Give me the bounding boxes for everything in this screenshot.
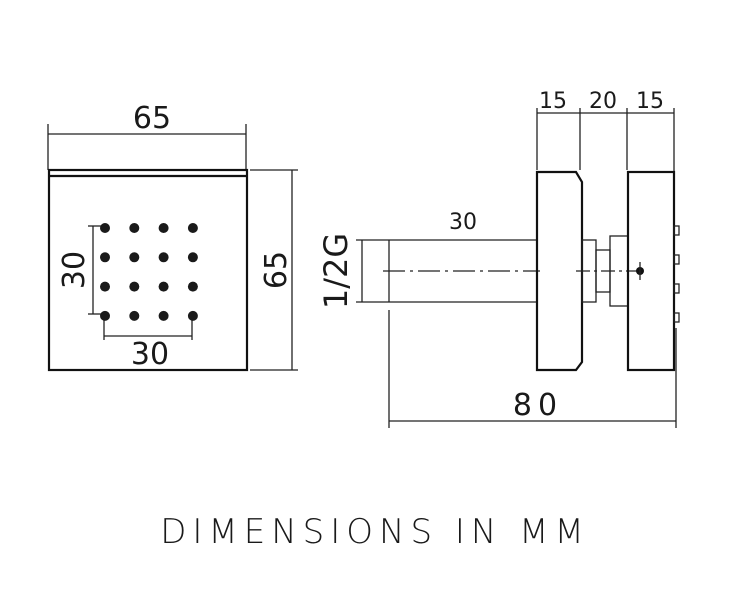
side-nozzles [673, 225, 680, 323]
nozzle-dot [187, 252, 198, 263]
nozzle-plate [626, 170, 676, 372]
nozzle-dot [158, 252, 169, 263]
side-nozzle [673, 283, 680, 294]
front-view: 65 65 30 30 [47, 101, 298, 372]
width-label: 65 [133, 101, 171, 136]
thread-label: 1/2G [317, 233, 355, 309]
mount-plate [535, 170, 584, 372]
side-view: 15 20 15 30 1/2G [317, 89, 680, 428]
height-label: 65 [259, 251, 294, 289]
nozzle-dot [129, 223, 140, 233]
nozzle-grid [100, 223, 198, 321]
nozzle-dot [100, 223, 110, 233]
side-nozzle [673, 254, 680, 265]
nozzle-dot [158, 223, 169, 233]
nozzle-dot [158, 281, 169, 292]
nozzle-dot [158, 310, 169, 321]
spacing-v-label: 30 [57, 251, 92, 289]
seg3-label: 15 [636, 89, 664, 114]
nozzle-dot [129, 310, 140, 321]
nozzle-dot [129, 281, 140, 292]
seg1-label: 15 [539, 89, 567, 114]
front-body [47, 168, 249, 372]
total-length-label: 80 [513, 388, 563, 423]
nozzle-dot [100, 281, 110, 292]
seg2-label: 20 [589, 89, 617, 114]
nozzle-dot [187, 281, 198, 292]
side-nozzle [673, 312, 680, 323]
nozzle-dot [100, 252, 110, 263]
spacing-h-label: 30 [131, 337, 169, 372]
nozzle-dot [100, 310, 110, 321]
units-caption: DIMENSIONS IN MM [160, 512, 590, 552]
side-nozzle [673, 225, 680, 236]
nozzle-dot [129, 252, 140, 263]
nozzle-dot [187, 223, 198, 233]
pipe-length-label: 30 [449, 210, 477, 235]
nozzle-dot [187, 310, 198, 321]
